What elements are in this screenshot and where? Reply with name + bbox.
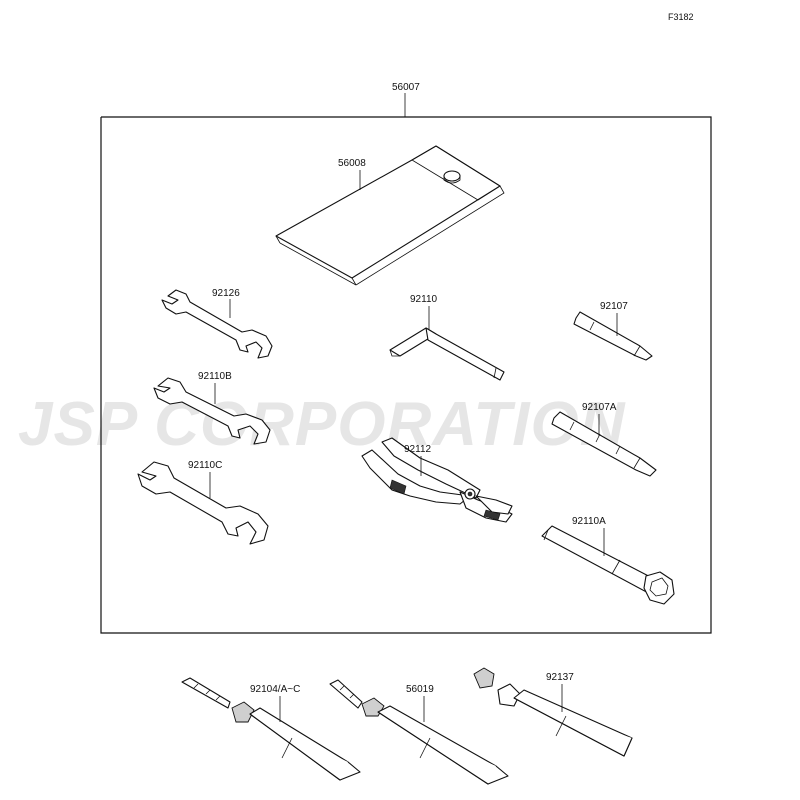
label-92104: 92104/A~C — [250, 684, 300, 695]
wrench-92126[interactable] — [161, 289, 273, 359]
label-92110A: 92110A — [572, 516, 606, 527]
label-92107: 92107 — [600, 301, 628, 312]
wrench-92110C[interactable] — [137, 461, 269, 545]
callout-56019: 56019 — [406, 684, 434, 722]
label-92110: 92110 — [410, 294, 438, 305]
screwdriver-bit-92107A[interactable] — [551, 411, 657, 477]
screwdriver-bit-92107[interactable] — [573, 311, 653, 361]
callout-92112: 92112 — [404, 444, 432, 476]
label-92112: 92112 — [404, 444, 432, 455]
label-92126: 92126 — [212, 288, 240, 299]
label-56008: 56008 — [338, 158, 366, 169]
callout-92110A: 92110A — [572, 516, 606, 556]
label-92110B: 92110B — [198, 371, 232, 382]
callout-92137: 92137 — [546, 672, 574, 712]
callout-92110B: 92110B — [198, 371, 232, 404]
watermark-text: JSP CORPORATION — [18, 390, 626, 459]
callout-92110: 92110 — [410, 294, 438, 330]
callout-92126: 92126 — [212, 288, 240, 318]
tool-case[interactable] — [275, 145, 505, 286]
callout-92107A: 92107A — [582, 402, 617, 436]
grease-tube-92104[interactable] — [181, 677, 361, 781]
diagram-code: F3182 — [668, 12, 694, 22]
wrench-92110B[interactable] — [153, 377, 271, 445]
label-92110C: 92110C — [188, 460, 222, 471]
hex-key-92110[interactable] — [389, 327, 505, 381]
callout-56008: 56008 — [338, 158, 366, 190]
assembly-label: 56007 — [392, 82, 420, 93]
tool-kit-frame — [100, 116, 712, 634]
assembly-callout: 56007 — [392, 82, 420, 117]
grease-tube-56019[interactable] — [329, 679, 509, 785]
grease-tube-92137[interactable] — [473, 667, 633, 757]
callout-92107: 92107 — [600, 301, 628, 336]
box-spanner-92110A[interactable] — [541, 525, 675, 605]
pliers-92112[interactable] — [361, 437, 513, 523]
label-92107A: 92107A — [582, 402, 617, 413]
label-56019: 56019 — [406, 684, 434, 695]
callout-92104: 92104/A~C — [250, 684, 300, 722]
callout-92110C: 92110C — [188, 460, 222, 498]
label-92137: 92137 — [546, 672, 574, 683]
